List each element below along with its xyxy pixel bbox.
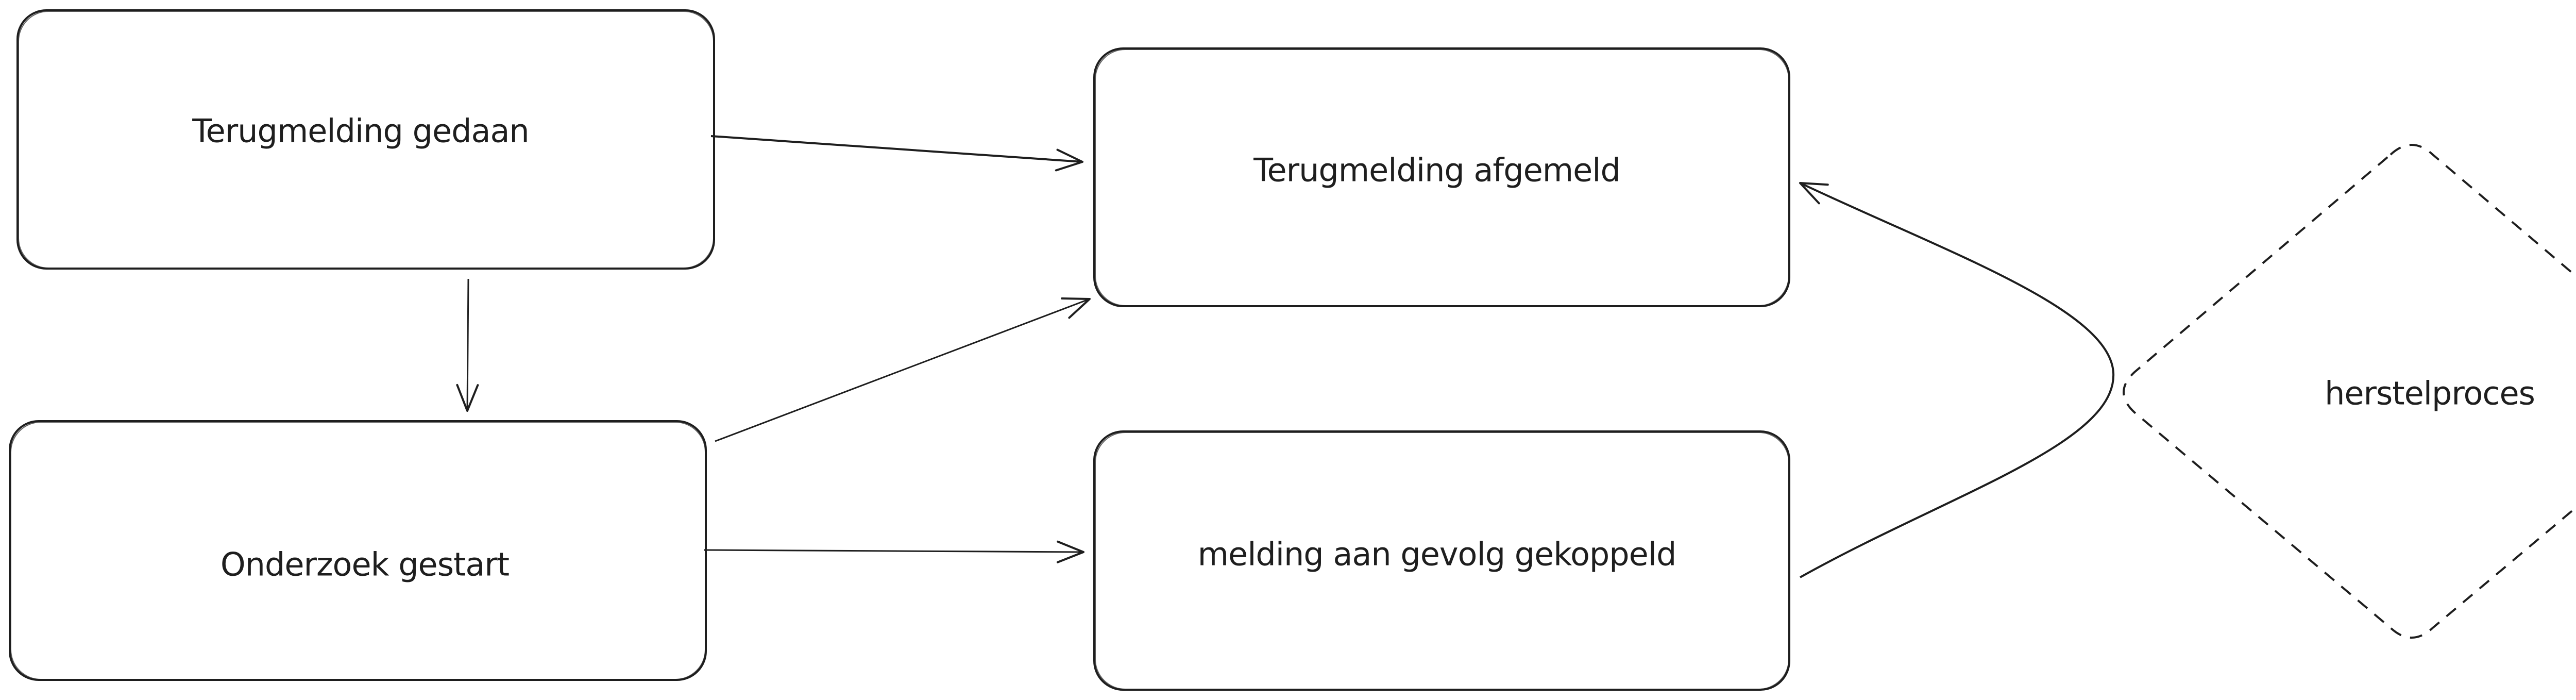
label-terugmelding-afgemeld: Terugmelding afgemeld [1253,151,1621,189]
label-terugmelding-gedaan: Terugmelding gedaan [192,112,529,150]
arrow-gedaan-to-onderzoek[interactable] [456,278,479,412]
arrow-gekoppeld-to-afgemeld-curved[interactable] [1799,182,2115,578]
arrow-onderzoek-to-afgemeld[interactable] [715,297,1091,442]
label-melding-aan-gevolg-gekoppeld: melding aan gevolg gekoppeld [1197,535,1677,573]
arrow-onderzoek-to-gekoppeld[interactable] [703,540,1084,563]
node-herstelproces[interactable] [2123,144,2576,639]
node-onderzoek-gestart[interactable] [9,420,707,681]
label-onderzoek-gestart: Onderzoek gestart [220,545,510,584]
arrow-gedaan-to-afgemeld[interactable] [710,135,1083,172]
node-terugmelding-afgemeld[interactable] [1093,47,1790,307]
node-melding-aan-gevolg-gekoppeld[interactable] [1093,430,1790,691]
label-herstelproces: herstelproces [2325,374,2535,412]
node-terugmelding-gedaan[interactable] [16,9,715,270]
